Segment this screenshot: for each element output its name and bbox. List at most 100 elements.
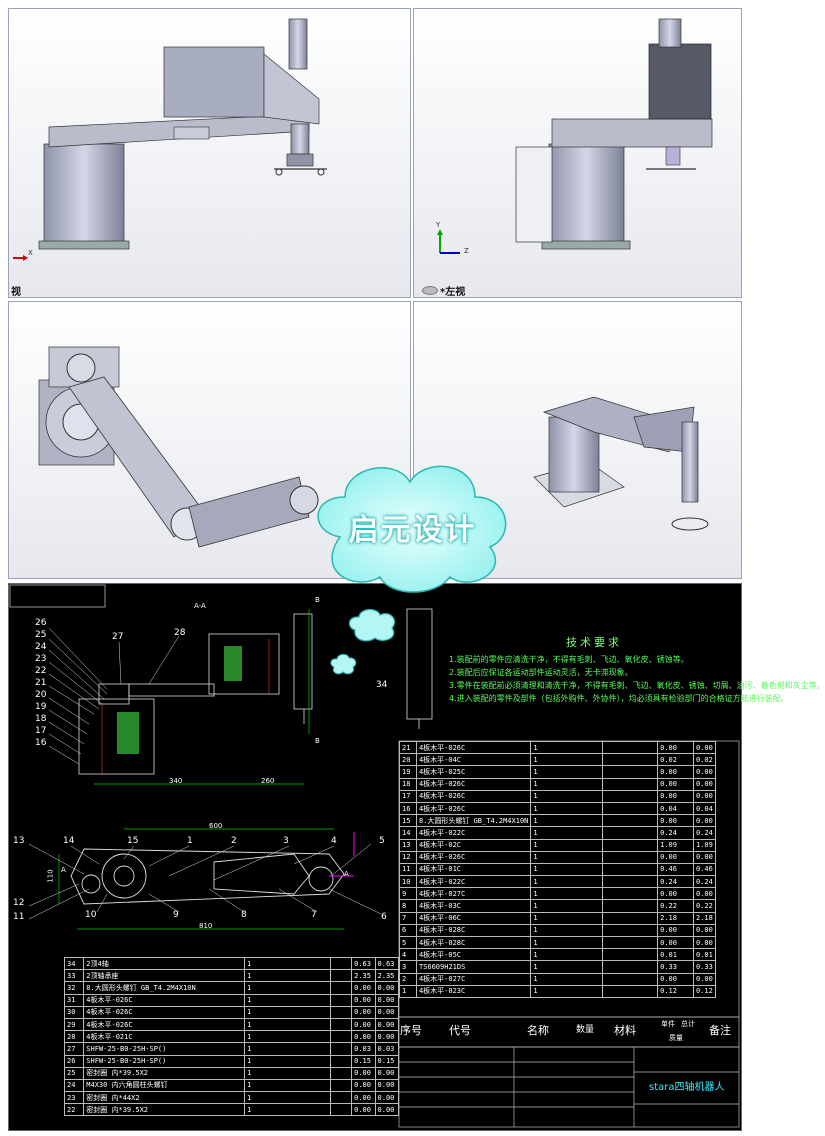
table-cell: 1 — [530, 740, 603, 755]
table-cell — [601, 875, 659, 889]
table-cell: 1 — [399, 984, 417, 998]
table-cell: 19 — [399, 765, 417, 779]
view-eye-icon[interactable] — [422, 286, 438, 295]
bom-header-single: 单件 — [661, 1020, 675, 1028]
table-cell: 4板木平-022C — [415, 875, 532, 889]
table-cell: 1 — [244, 1054, 331, 1068]
cad-drawing-sheet[interactable]: A-A 340 260 600 810 110 B B A A 26 25 24… — [8, 583, 825, 1131]
table-cell — [601, 935, 659, 950]
table-cell — [601, 850, 659, 864]
table-cell: 8.大圆形头螺钉 GB_T4.2M4X10N — [415, 814, 532, 828]
table-cell: 11 — [399, 862, 417, 877]
table-cell: 0.00 — [351, 1091, 376, 1105]
table-cell: 0.04 — [692, 801, 716, 816]
table-cell: 4板木平-01C — [415, 862, 532, 877]
table-cell: 4板木平-06C — [415, 911, 532, 925]
table-cell: 0.33 — [692, 960, 716, 974]
top-view-model — [38, 346, 319, 548]
table-cell — [601, 887, 659, 901]
table-cell: 0.00 — [351, 993, 376, 1007]
table-cell: 0.46 — [692, 862, 716, 877]
table-cell: 0.00 — [657, 935, 694, 950]
balloon-5: 5 — [379, 836, 385, 846]
bom-header-qty: 数量 — [576, 1025, 595, 1035]
table-cell: 1 — [530, 826, 603, 840]
table-cell — [601, 801, 659, 816]
section-mark-b-top: B — [315, 596, 320, 604]
viewport-top[interactable] — [8, 301, 411, 579]
table-cell: 密封圈 内*44X2 — [83, 1091, 245, 1105]
table-cell — [601, 777, 659, 791]
table-cell: 0.00 — [692, 935, 716, 950]
table-cell: 0.01 — [657, 948, 694, 962]
tech-item-4: 4.进入装配的零件及部件（包括外购件、外协件），均必须具有检验部门的合格证方能进… — [449, 694, 789, 703]
table-cell: 4板木平-03C — [415, 899, 532, 913]
table-cell: 1 — [530, 875, 603, 889]
section-mark-a-right: A — [344, 870, 349, 878]
table-cell: 1 — [244, 956, 331, 971]
balloon-23: 23 — [35, 654, 47, 664]
table-cell: 0.00 — [657, 887, 694, 901]
watermark-cloud-small-1 — [345, 606, 400, 644]
table-cell: 2.35 — [351, 969, 376, 983]
table-cell: 8 — [399, 899, 417, 913]
table-cell: 26 — [63, 1054, 85, 1068]
table-cell: 1 — [530, 948, 603, 962]
iso-view-model — [533, 396, 709, 531]
table-cell: 10 — [399, 875, 417, 889]
table-cell — [601, 984, 659, 998]
table-cell: 0.63 — [351, 956, 376, 971]
table-cell: 4板木平-027C — [415, 972, 532, 986]
table-cell: 25 — [63, 1066, 85, 1080]
balloon-24: 24 — [35, 642, 47, 652]
viewport-left[interactable]: Y Z *左视 — [413, 8, 742, 298]
balloon-26: 26 — [35, 618, 47, 628]
table-cell: 6 — [399, 923, 417, 938]
table-cell: 0.00 — [351, 1017, 376, 1032]
table-cell: 0.00 — [692, 740, 716, 755]
table-cell: 0.00 — [351, 1078, 376, 1093]
table-cell: 1 — [530, 789, 603, 803]
cloud-shape — [317, 465, 507, 593]
table-cell: 8.大圆形头螺钉 GB_T4.2M4X10N — [83, 981, 245, 995]
table-cell — [601, 814, 659, 828]
table-cell: 1 — [530, 960, 603, 974]
table-cell: 23 — [63, 1091, 85, 1105]
table-cell — [329, 1054, 353, 1068]
bom-header-code: 代号 — [449, 1024, 471, 1037]
table-cell: 12 — [399, 850, 417, 864]
technical-requirements: 技术要求 1.装配前的零件应清洗干净，不得有毛刺、飞边、氧化皮、锈蚀等。 2.装… — [449, 636, 825, 705]
table-cell: 4板木平-026C — [83, 1017, 245, 1032]
table-cell: 2 — [399, 972, 417, 986]
table-cell: 1 — [530, 777, 603, 791]
table-cell: 2顶轴承座 — [83, 969, 245, 983]
table-cell — [329, 993, 353, 1007]
table-cell: 4 — [399, 948, 417, 962]
bom-header-name: 名称 — [527, 1024, 549, 1037]
front-view-model — [38, 18, 327, 250]
table-cell: M4X30 内六角圆柱头螺钉 — [83, 1078, 245, 1093]
axis-y-label: Y — [436, 221, 441, 229]
balloon-18: 18 — [35, 714, 47, 724]
table-cell — [601, 838, 659, 852]
table-cell: 0.00 — [692, 923, 716, 938]
table-cell: 24 — [63, 1078, 85, 1093]
table-cell: 0.00 — [657, 923, 694, 938]
table-cell — [329, 1103, 353, 1117]
left-view-model — [515, 18, 713, 250]
table-cell: 0.24 — [692, 875, 716, 889]
table-cell: 1 — [530, 850, 603, 864]
table-cell — [601, 923, 659, 938]
viewport-front[interactable]: X 视 — [8, 8, 411, 298]
table-cell — [329, 1005, 353, 1019]
balloon-17: 17 — [35, 726, 47, 736]
bom-header-weight: 质量 — [669, 1034, 683, 1042]
